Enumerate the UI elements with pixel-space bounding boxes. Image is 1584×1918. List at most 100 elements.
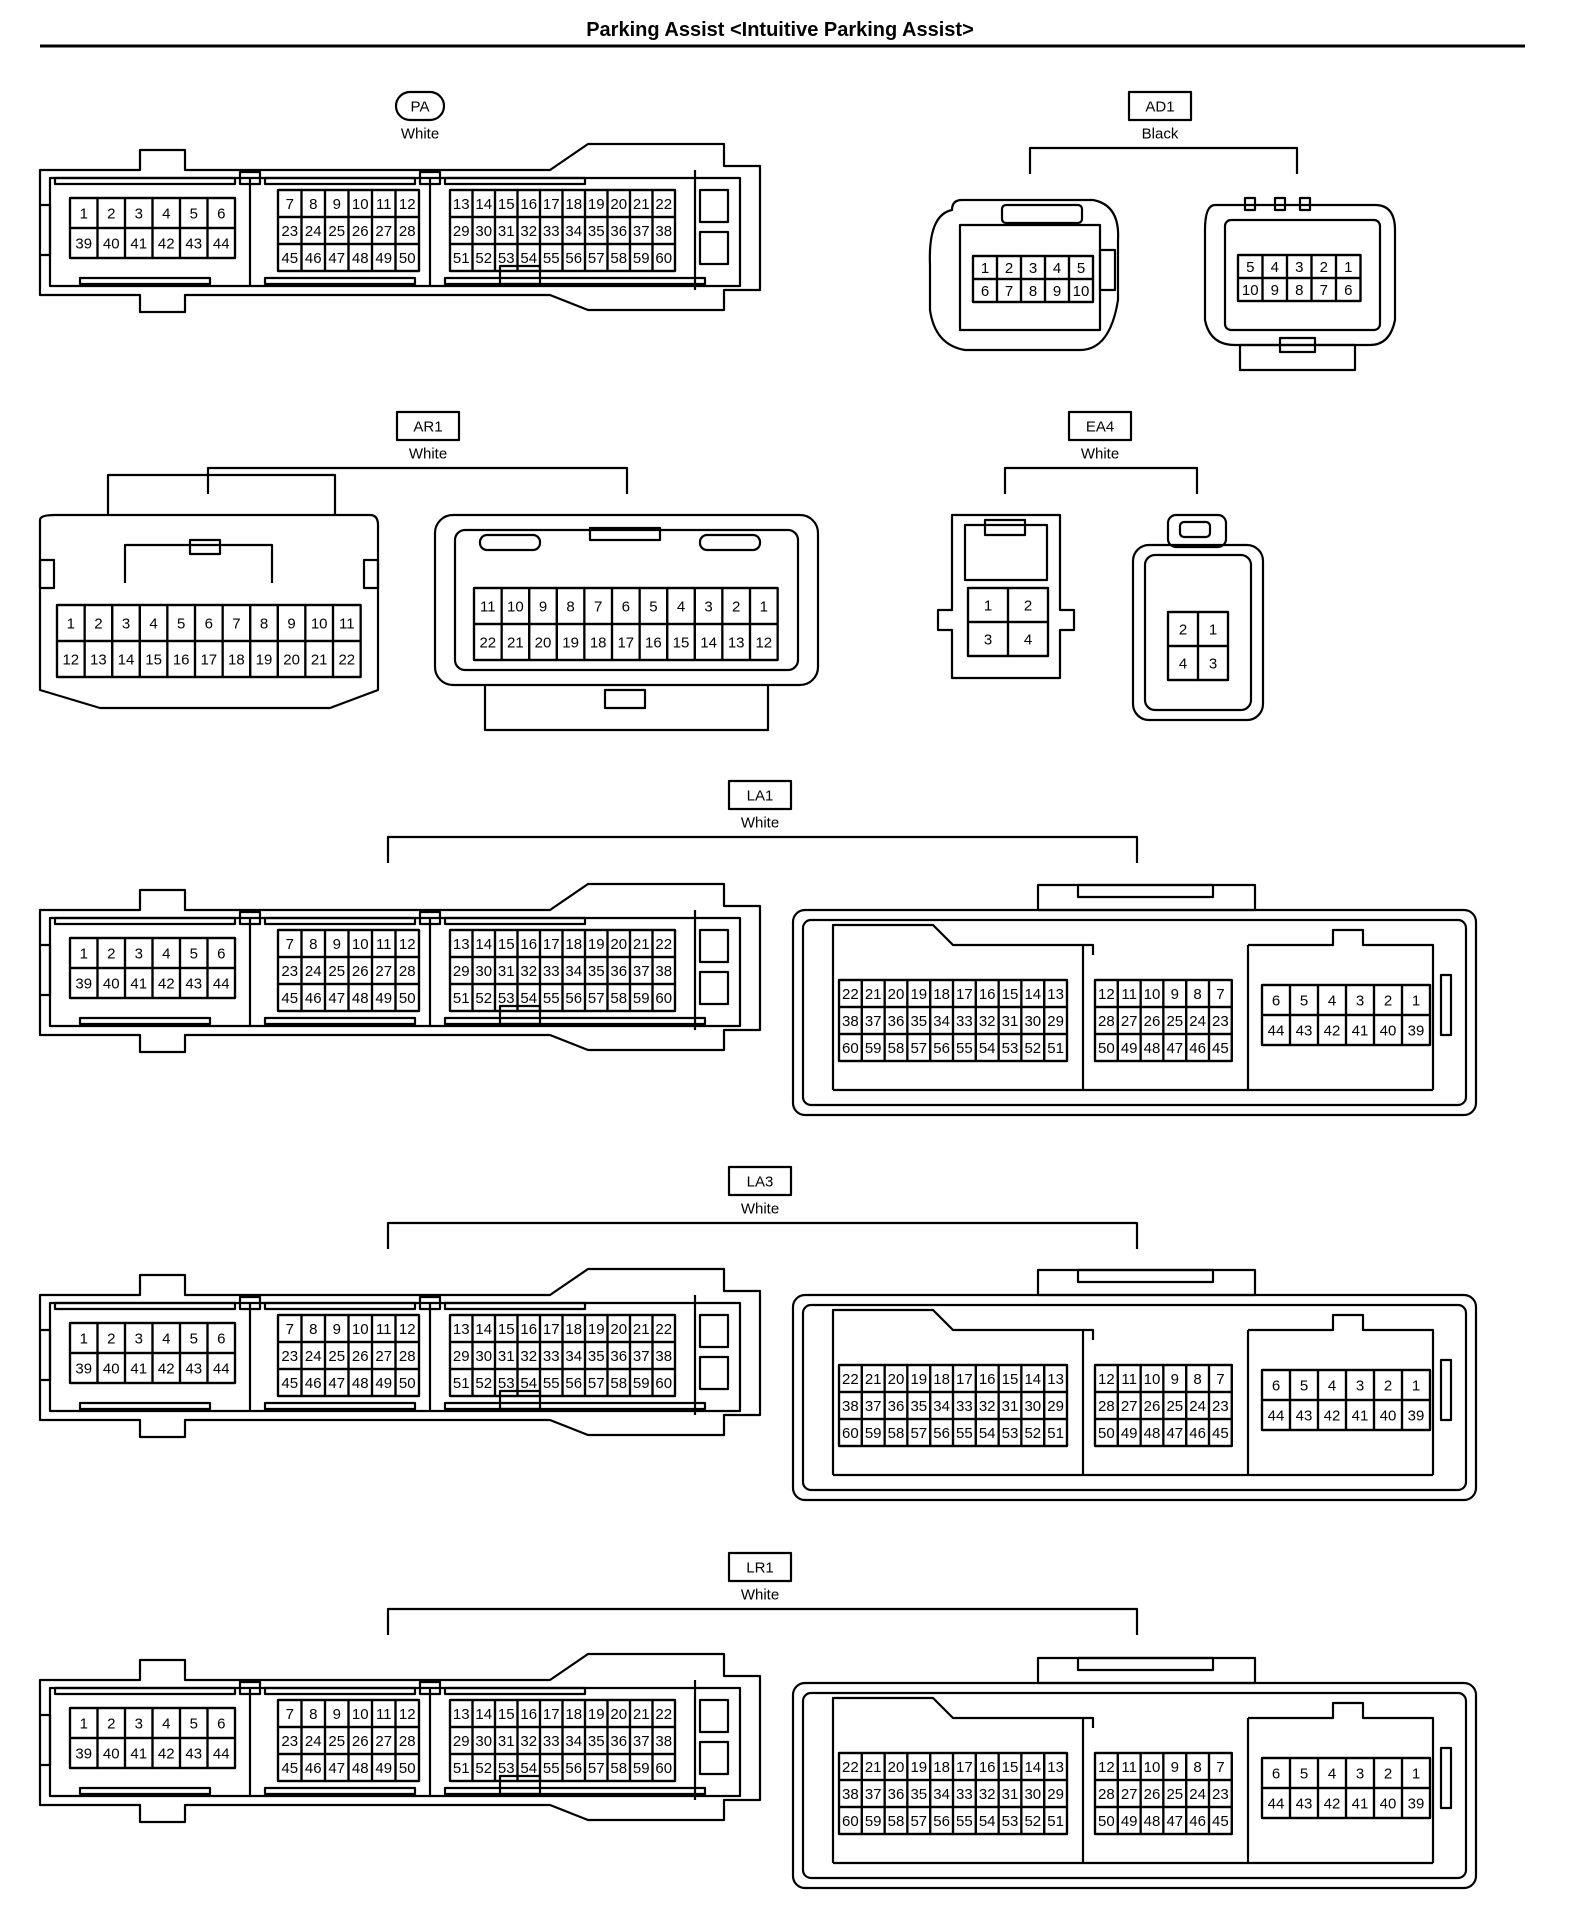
pin-39: 39: [75, 236, 92, 253]
inner-wall: [831, 923, 1095, 955]
pin-4: 4: [162, 206, 170, 223]
pin-7: 7: [1216, 1371, 1224, 1388]
pin-20: 20: [610, 1706, 627, 1723]
pin-18: 18: [933, 986, 950, 1003]
pin-2: 2: [1320, 259, 1328, 276]
pin-cell: [394, 1752, 421, 1783]
pin-5: 5: [190, 1331, 198, 1348]
connector-color: White: [741, 815, 779, 832]
housing: [1203, 203, 1397, 347]
pin-21: 21: [633, 196, 650, 213]
pin-7: 7: [286, 1321, 294, 1338]
pin-54: 54: [979, 1425, 996, 1442]
page-title: Parking Assist <Intuitive Parking Assist…: [586, 19, 974, 41]
pin-22: 22: [479, 635, 496, 652]
pin-32: 32: [979, 1786, 996, 1803]
pin-16: 16: [520, 1706, 537, 1723]
pin-47: 47: [1166, 1040, 1183, 1057]
connector-code: LR1: [746, 1560, 774, 1577]
pin-41: 41: [130, 976, 147, 993]
key-slot: [498, 1004, 542, 1026]
pin-10: 10: [1144, 1759, 1161, 1776]
pin-17: 17: [617, 635, 634, 652]
pin-27: 27: [375, 1733, 392, 1750]
connector-code-box: [1127, 90, 1193, 122]
side-pad: [698, 1355, 730, 1391]
side-latch: [40, 203, 52, 257]
divider-post: [238, 170, 262, 186]
pin-46: 46: [1189, 1425, 1206, 1442]
connector-code-box: [1067, 410, 1133, 442]
pin-8: 8: [309, 196, 317, 213]
pin-31: 31: [1002, 1398, 1019, 1415]
pin-15: 15: [1002, 986, 1019, 1003]
pin-4: 4: [1328, 1378, 1336, 1395]
pin-43: 43: [1296, 1796, 1313, 1813]
latch-tab: [1076, 1268, 1215, 1284]
inner-wall: [1248, 1313, 1435, 1475]
pin-21: 21: [633, 1321, 650, 1338]
pin-23: 23: [281, 1348, 298, 1365]
pin-43: 43: [185, 1746, 202, 1763]
pin-14: 14: [1024, 986, 1041, 1003]
pin-12: 12: [399, 1706, 416, 1723]
pin-cell: [331, 639, 362, 679]
pin-44: 44: [1268, 1023, 1285, 1040]
pin-24: 24: [1189, 1013, 1206, 1030]
connector-code-box: [727, 1551, 793, 1583]
pin-25: 25: [1166, 1013, 1183, 1030]
pin-31: 31: [498, 1348, 515, 1365]
top-shroud: [106, 473, 337, 515]
pin-3: 3: [135, 206, 143, 223]
rail: [443, 1016, 707, 1026]
connector-color: White: [741, 1587, 779, 1604]
pin-55: 55: [956, 1813, 973, 1830]
pin-16: 16: [645, 635, 662, 652]
pin-8: 8: [309, 936, 317, 953]
pin-cell: [651, 242, 677, 273]
pin-51: 51: [1047, 1813, 1064, 1830]
inner-shell: [958, 223, 1102, 332]
pin-24: 24: [1189, 1398, 1206, 1415]
pin-cell: [1043, 1032, 1069, 1063]
pin-28: 28: [1098, 1013, 1115, 1030]
pin-13: 13: [453, 1706, 470, 1723]
pin-3: 3: [135, 1331, 143, 1348]
pin-32: 32: [520, 1348, 537, 1365]
pin-44: 44: [1268, 1796, 1285, 1813]
top-latch: [1000, 203, 1084, 225]
pin-19: 19: [588, 196, 605, 213]
pin-28: 28: [399, 1348, 416, 1365]
pin-8: 8: [1193, 1371, 1201, 1388]
pin-9: 9: [1171, 986, 1179, 1003]
pin-51: 51: [1047, 1040, 1064, 1057]
pin-50: 50: [399, 990, 416, 1007]
side-notch: [1439, 1746, 1453, 1810]
pin-49: 49: [1121, 1813, 1138, 1830]
pin-5: 5: [177, 616, 185, 633]
pin-14: 14: [700, 635, 717, 652]
pin-5: 5: [1300, 993, 1308, 1010]
pin-46: 46: [1189, 1040, 1206, 1057]
pin-7: 7: [286, 196, 294, 213]
pin-35: 35: [910, 1786, 927, 1803]
pin-18: 18: [933, 1371, 950, 1388]
pin-20: 20: [283, 652, 300, 669]
pin-21: 21: [865, 1759, 882, 1776]
pin-18: 18: [590, 635, 607, 652]
pin-cell: [1400, 1013, 1432, 1047]
connector-code-box: [727, 779, 793, 811]
pin-14: 14: [1024, 1759, 1041, 1776]
pin-60: 60: [842, 1040, 859, 1057]
pin-12: 12: [1098, 986, 1115, 1003]
pin-55: 55: [543, 1375, 560, 1392]
pin-55: 55: [543, 250, 560, 267]
pin-7: 7: [286, 1706, 294, 1723]
pin-3: 3: [1356, 993, 1364, 1010]
pin-54: 54: [520, 1760, 537, 1777]
pin-10: 10: [1144, 1371, 1161, 1388]
pin-10: 10: [1073, 283, 1090, 300]
